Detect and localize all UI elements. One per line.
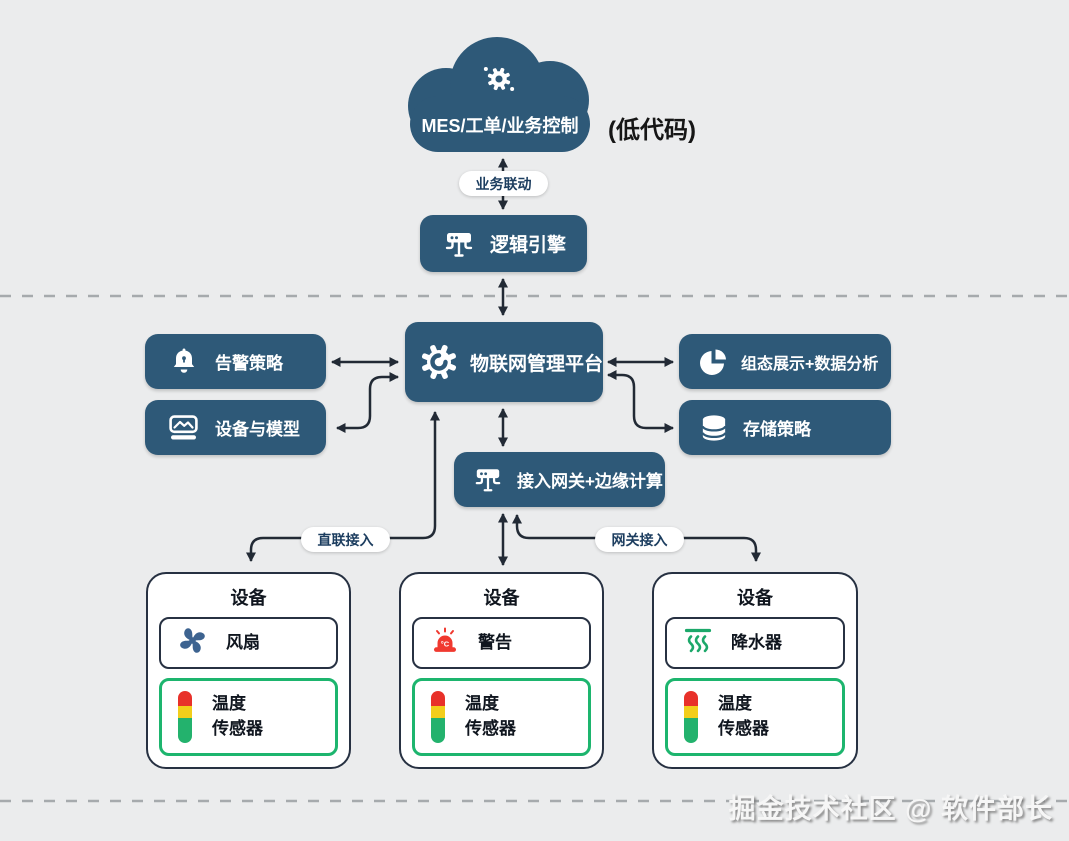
node-iot-platform: 物联网管理平台 bbox=[405, 322, 603, 402]
direct-access-label: 直联接入 bbox=[301, 527, 390, 552]
sensor-label: 温度 传感器 bbox=[465, 694, 516, 738]
sensor-box: 温度 传感器 bbox=[159, 678, 338, 756]
bell-icon bbox=[171, 348, 197, 375]
watermark: 掘金技术社区 @ 软件部长 bbox=[728, 794, 1053, 824]
actuator-box-sprinkler: 降水器 bbox=[665, 617, 845, 669]
arrow-platform-devicemodel bbox=[336, 372, 399, 433]
pie-chart-icon bbox=[699, 348, 727, 376]
hub-icon bbox=[444, 231, 474, 257]
sensor-label: 温度 传感器 bbox=[718, 694, 769, 738]
hub-icon bbox=[474, 467, 502, 492]
gear-orbit-icon bbox=[482, 62, 516, 101]
node-logic-engine: 逻辑引擎 bbox=[420, 215, 587, 272]
sprinkler-icon bbox=[683, 626, 713, 661]
actuator-label: 降水器 bbox=[731, 632, 782, 652]
traffic-light-icon bbox=[178, 691, 192, 743]
actuator-box-fan: 风扇 bbox=[159, 617, 338, 669]
node-label: 存储策略 bbox=[743, 420, 811, 439]
node-label: 接入网关+边缘计算 bbox=[517, 472, 663, 491]
node-label: 逻辑引擎 bbox=[490, 235, 567, 256]
sensor-box: 温度 传感器 bbox=[412, 678, 591, 756]
low-code-note: (低代码) bbox=[608, 117, 696, 144]
node-storage-policy: 存储策略 bbox=[679, 400, 891, 455]
node-label: 设备与模型 bbox=[215, 420, 300, 439]
node-alarm-policy: 告警策略 bbox=[145, 334, 326, 389]
arrow-platform-storage bbox=[607, 370, 674, 433]
node-gateway: 接入网关+边缘计算 bbox=[454, 452, 665, 507]
database-icon bbox=[701, 414, 727, 442]
actuator-label: 警告 bbox=[478, 632, 512, 652]
actuator-box-alarm: °C 警告 bbox=[412, 617, 591, 669]
siren-icon: °C bbox=[430, 627, 460, 660]
traffic-light-icon bbox=[431, 691, 445, 743]
cloud-label: MES/工单/业务控制 bbox=[421, 116, 579, 136]
device-title: 设备 bbox=[737, 588, 773, 608]
device-title: 设备 bbox=[483, 588, 520, 608]
sensor-label: 温度 传感器 bbox=[212, 694, 263, 738]
node-device-model: 设备与模型 bbox=[145, 400, 326, 455]
node-label: 物联网管理平台 bbox=[470, 353, 604, 375]
device-card-alarm: 设备 °C 警告 bbox=[399, 572, 604, 769]
fan-icon bbox=[177, 625, 208, 661]
device-card-fan: 设备 风扇 温度 传感器 bbox=[146, 572, 351, 769]
device-title: 设备 bbox=[230, 588, 267, 608]
business-link-label: 业务联动 bbox=[459, 171, 548, 196]
node-label: 组态展示+数据分析 bbox=[741, 355, 879, 373]
gear-icon bbox=[419, 342, 459, 382]
device-card-sprinkler: 设备 降水器 温度 传感器 bbox=[652, 572, 858, 769]
traffic-light-icon bbox=[684, 691, 698, 743]
node-visualization: 组态展示+数据分析 bbox=[679, 334, 891, 389]
actuator-label: 风扇 bbox=[226, 632, 260, 652]
gateway-access-label: 网关接入 bbox=[595, 527, 684, 552]
svg-text:°C: °C bbox=[441, 639, 450, 648]
node-label: 告警策略 bbox=[215, 354, 283, 373]
image-card-icon bbox=[169, 415, 198, 440]
sensor-box: 温度 传感器 bbox=[665, 678, 845, 756]
